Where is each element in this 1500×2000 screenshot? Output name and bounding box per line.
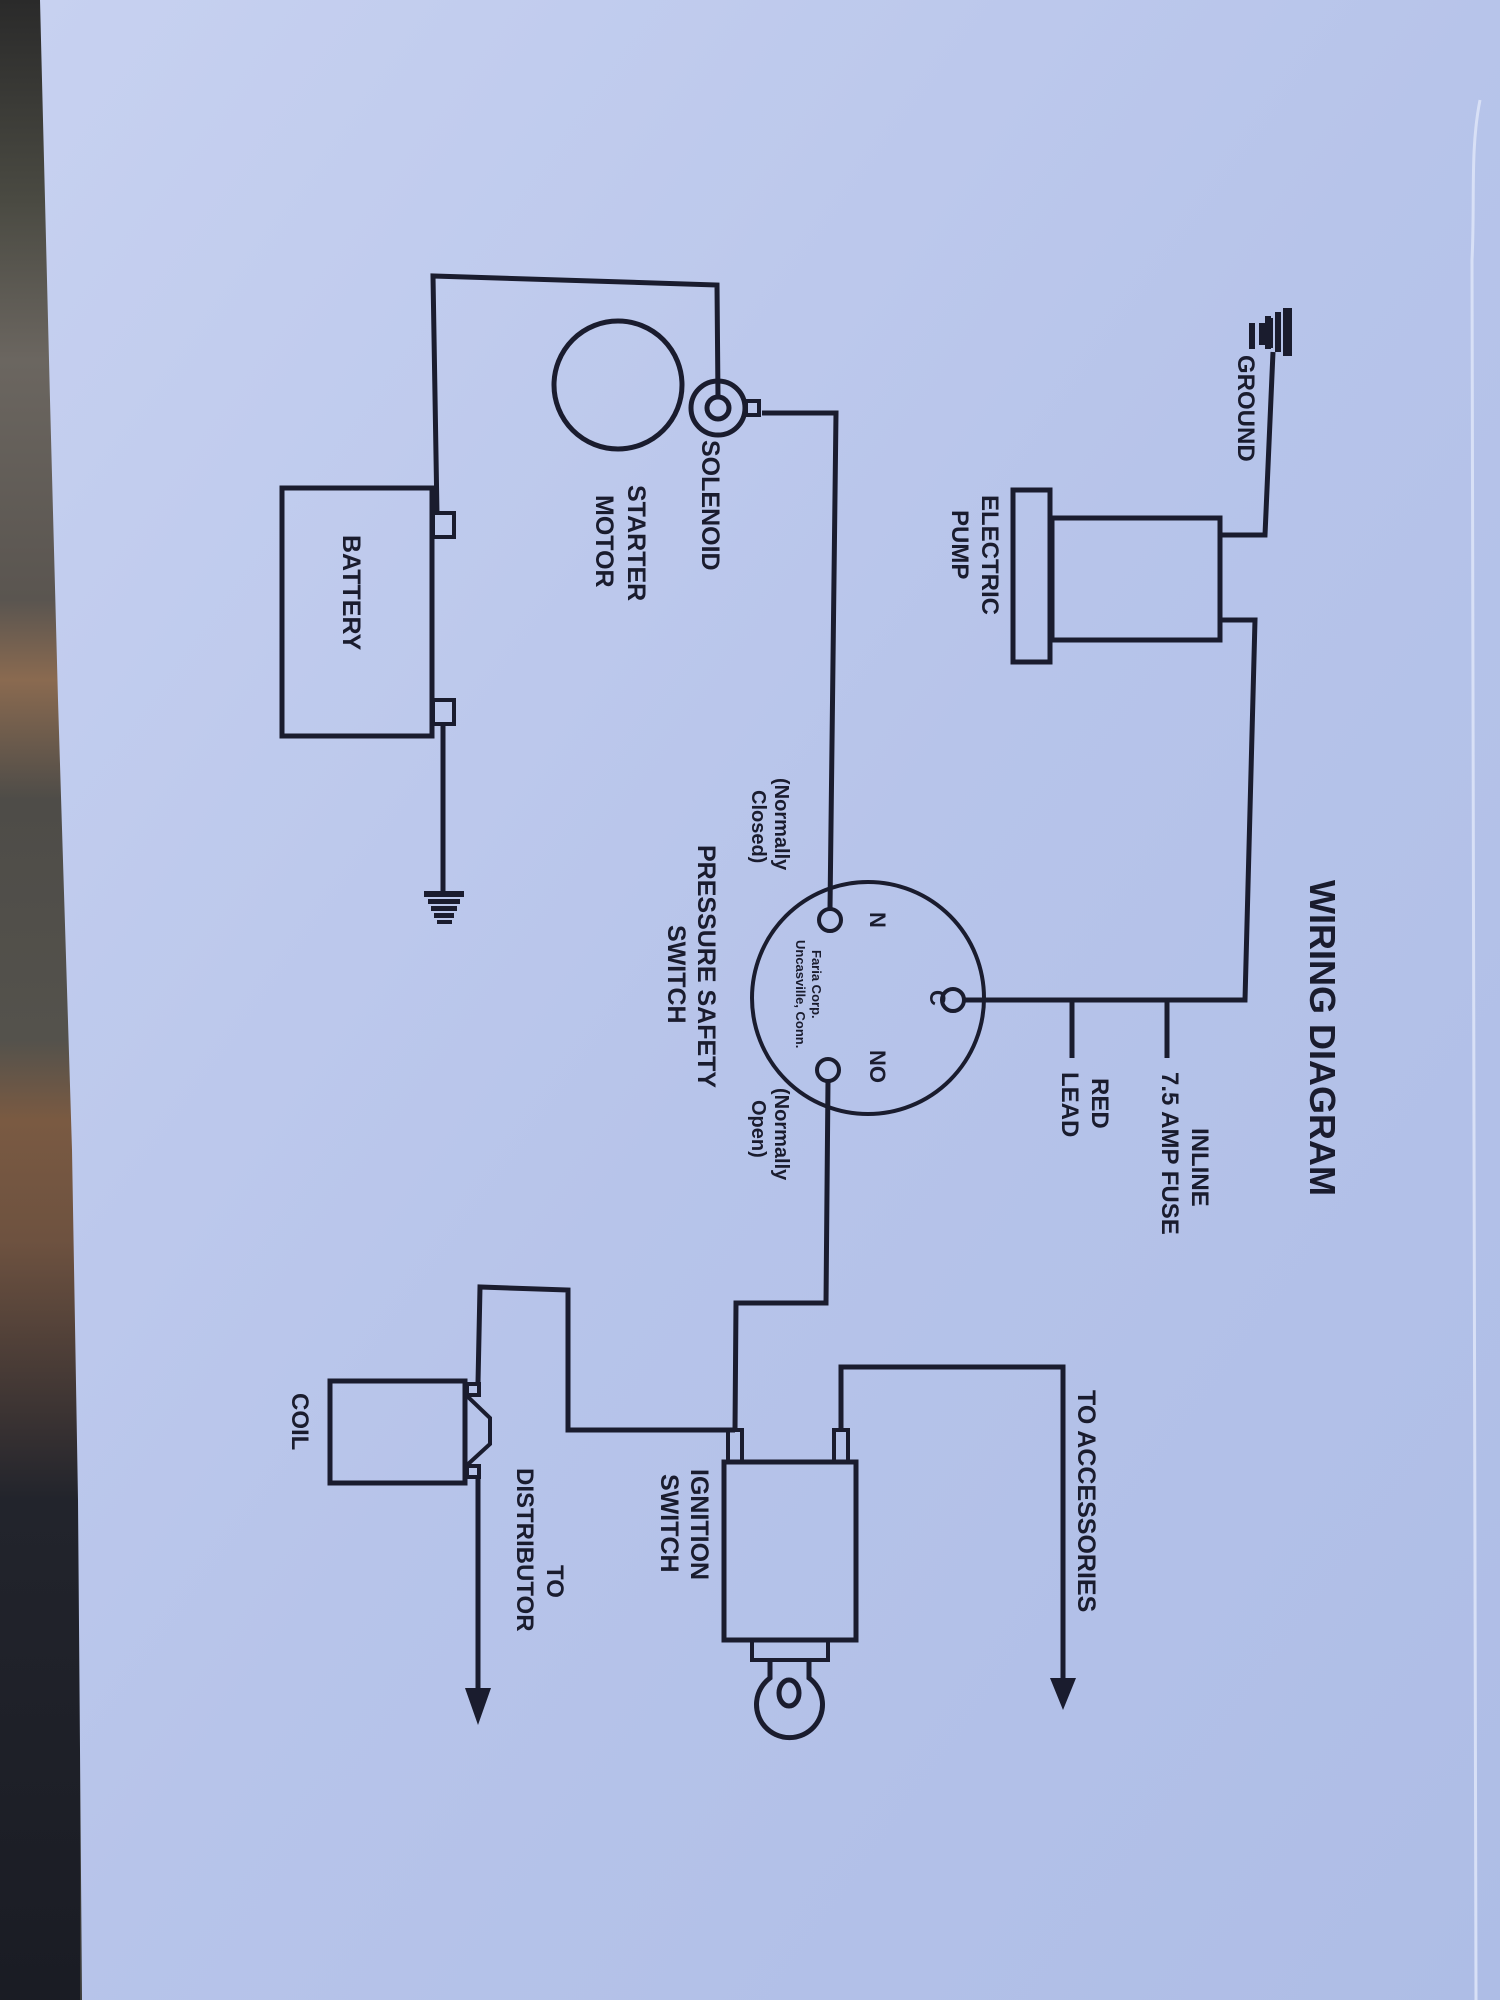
ignition-key-collar [750, 1638, 830, 1662]
pressure-switch-label-line1: PRESSURE SAFETY [692, 845, 720, 1088]
electric-pump-flange [1010, 487, 1053, 665]
solenoid-label: SOLENOID [696, 440, 724, 571]
coil-tower [464, 1393, 492, 1468]
electric-pump-label-line2: PUMP [946, 510, 973, 579]
wire-solenoid-to-battery [430, 273, 721, 516]
ground-top-label: GROUND [1232, 355, 1259, 462]
starter-motor-label-line1: STARTER [622, 485, 650, 601]
fuse-label-line1: INLINE [1186, 1128, 1213, 1207]
ground-top-symbol [1249, 308, 1292, 356]
wire-ground-to-pump [1222, 351, 1276, 538]
ignition-switch-label-line2: SWITCH [655, 1474, 683, 1573]
distributor-label-line2: DISTRIBUTOR [511, 1468, 538, 1632]
accessories-arrow-icon [1050, 1678, 1076, 1710]
diagram-title: WIRING DIAGRAM [1302, 880, 1343, 1196]
ignition-switch-label-line1: IGNITION [685, 1469, 713, 1580]
nc-note-line1: (Normally [770, 778, 792, 871]
red-lead-label-line2: LEAD [1056, 1072, 1083, 1137]
wire-pump-to-fuse [1000, 617, 1258, 1003]
starter-motor-label-line2: MOTOR [590, 495, 618, 588]
accessories-label: TO ACCESSORIES [1072, 1390, 1100, 1612]
distributor-arrow-icon [465, 1688, 491, 1725]
wire-no-to-ignition [732, 1080, 831, 1431]
terminal-c-label: C [925, 990, 950, 1006]
no-note-line2: Open) [747, 1100, 769, 1158]
ignition-key-icon [754, 1660, 825, 1741]
distributor-label-line1: TO [541, 1565, 568, 1598]
maker-line2: Uncasville, Conn. [793, 940, 808, 1048]
wire-n-to-solenoid [762, 410, 839, 910]
fuse-label-line2: 7.5 AMP FUSE [1156, 1072, 1183, 1235]
starter-motor [551, 318, 685, 452]
paper-fold-crease [1470, 99, 1482, 2000]
coil-body [327, 1378, 468, 1486]
coil-terminal-bottom [465, 1464, 481, 1479]
nc-note-line2: Closed) [747, 790, 769, 863]
maker-line1: Faria Corp. [809, 950, 824, 1019]
ground-bottom-symbol [424, 891, 464, 924]
red-lead-label-line1: RED [1086, 1078, 1113, 1129]
wire-to-accessories [838, 1364, 1066, 1690]
electric-pump-label-line1: ELECTRIC [976, 495, 1003, 615]
coil-terminal-top [465, 1382, 481, 1397]
solenoid-terminal [744, 399, 761, 417]
coil-label: COIL [286, 1393, 313, 1450]
terminal-no-label: NO [865, 1050, 890, 1083]
terminal-n-label: N [865, 912, 890, 928]
battery-label: BATTERY [337, 535, 365, 651]
battery-body [279, 485, 435, 739]
ignition-key-hole [776, 1677, 802, 1709]
paper-background [40, 0, 1500, 2000]
battery-terminal-positive [431, 511, 456, 539]
wire-ignition-to-coil [475, 1284, 735, 1433]
pressure-switch-label-line2: SWITCH [662, 925, 690, 1024]
no-note-line1: (Normally [770, 1088, 792, 1181]
